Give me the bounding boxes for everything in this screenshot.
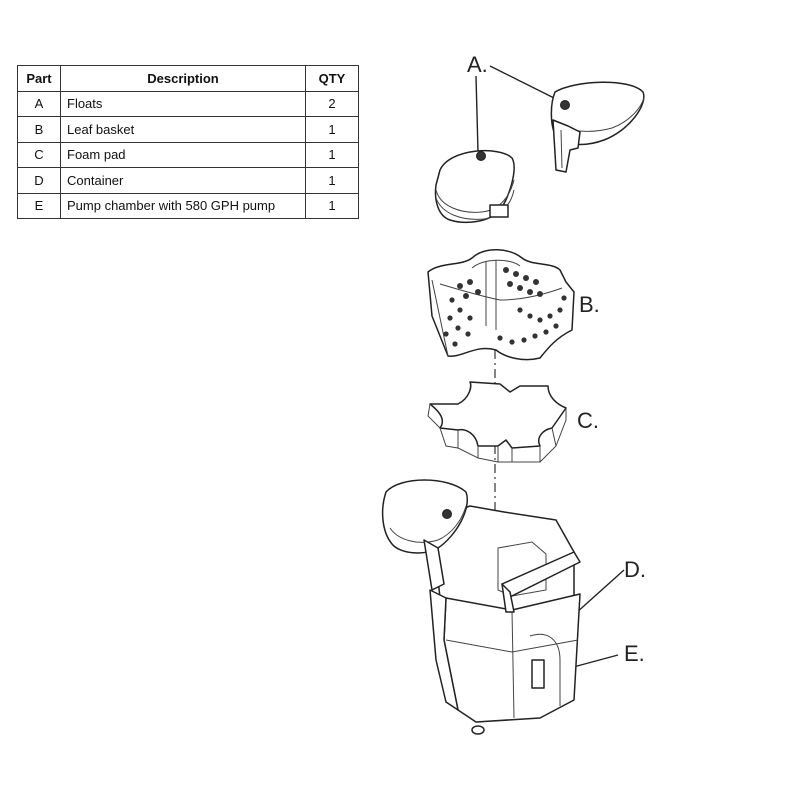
row-description: Container (60, 167, 306, 194)
row-description: Foam pad (60, 141, 306, 168)
row-description: Floats (60, 90, 306, 117)
header-part: Part (17, 65, 61, 92)
callout-a-leader-left (475, 75, 479, 153)
row-qty: 1 (305, 167, 359, 194)
header-description: Description (60, 65, 306, 92)
row-part: E (17, 192, 61, 219)
leaf-basket (427, 249, 575, 361)
container (381, 479, 581, 735)
callout-a-leader-right (489, 65, 559, 101)
row-description: Pump chamber with 580 GPH pump (60, 192, 306, 219)
foam-pad (427, 381, 567, 463)
table-row: D Container 1 (17, 167, 359, 194)
table-header-row: Part Description QTY (17, 65, 359, 92)
callout-b-label: B. (579, 292, 600, 317)
callout-d-label: D. (624, 557, 646, 582)
float-right (550, 81, 645, 173)
row-part: B (17, 116, 61, 143)
callout-a-label: A. (467, 52, 488, 77)
row-part: A (17, 90, 61, 117)
callout-e-label: E. (624, 641, 645, 666)
table-row: A Floats 2 (17, 90, 359, 117)
row-qty: 1 (305, 192, 359, 219)
float-left (434, 149, 515, 223)
table-row: E Pump chamber with 580 GPH pump 1 (17, 192, 359, 219)
parts-table: Part Description QTY A Floats 2 B Leaf b… (17, 65, 359, 219)
callout-c-label: C. (577, 408, 599, 433)
